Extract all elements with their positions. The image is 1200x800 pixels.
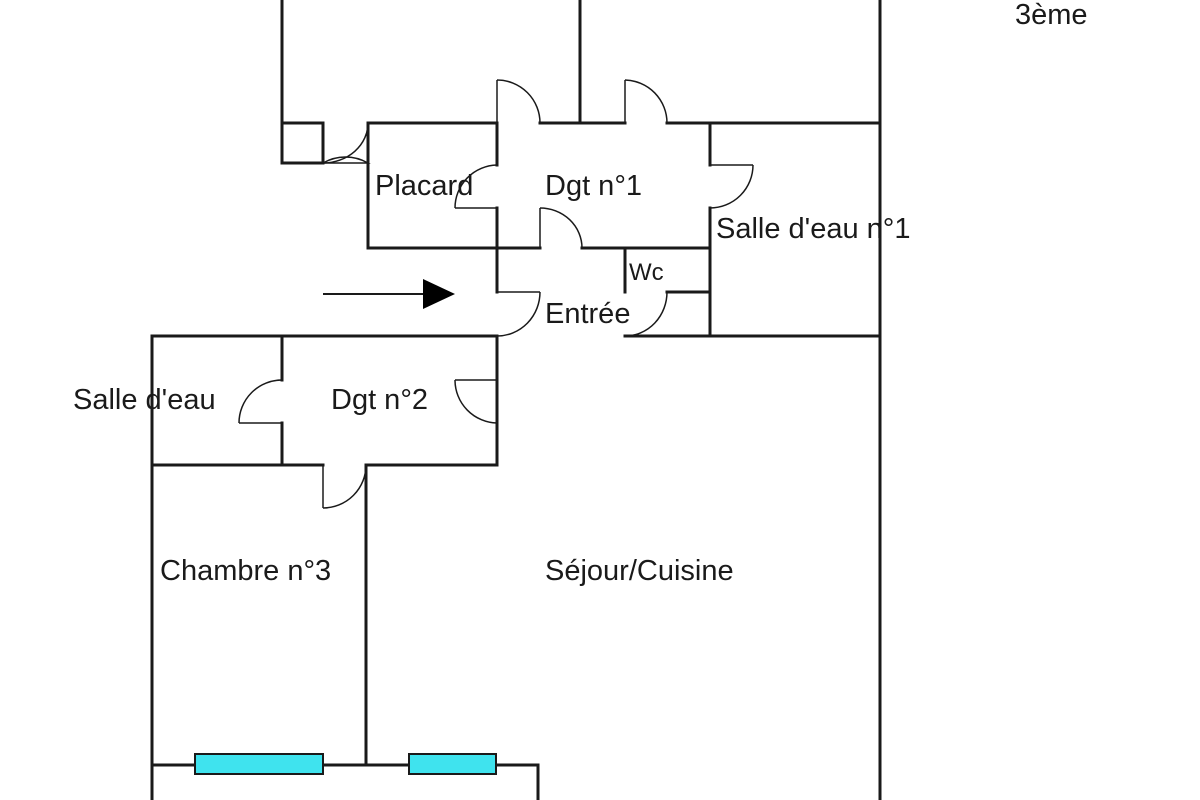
- door-placard-arc: [454, 164, 498, 209]
- room-label-sejour-cuisine: Séjour/Cuisine: [545, 555, 734, 587]
- room-label-salle-eau: Salle d'eau: [73, 384, 216, 416]
- room-labels: 3ème Placard Dgt n°1 Salle d'eau n°1 Wc …: [73, 0, 1088, 587]
- room-label-wc: Wc: [629, 259, 664, 286]
- door-dgt2-right-arc: [454, 379, 498, 424]
- window-sejour: [408, 753, 497, 775]
- door-dgt1-entree-arc: [539, 207, 583, 249]
- floor-label: 3ème: [1015, 0, 1088, 31]
- door-salle-eau-arc: [238, 379, 283, 424]
- window-chambre: [194, 753, 324, 775]
- room-label-placard: Placard: [375, 170, 473, 202]
- entrance-arrow-head: [423, 279, 455, 309]
- doors: [238, 79, 754, 509]
- door-salle-eau1-arc: [709, 164, 754, 209]
- entrance-arrow-icon: [323, 279, 455, 309]
- windows: [194, 753, 497, 775]
- room-label-dgt2: Dgt n°2: [331, 384, 428, 416]
- door-wc-arc: [624, 291, 668, 337]
- room-label-dgt1: Dgt n°1: [545, 170, 642, 202]
- door-top-right-arc: [624, 79, 668, 124]
- room-label-chambre-3: Chambre n°3: [160, 555, 331, 587]
- door-small-closet-arc: [322, 122, 369, 164]
- door-chambre-arc: [322, 464, 367, 509]
- door-top-left-arc: [496, 79, 541, 124]
- door-entrance-arc: [496, 291, 541, 337]
- room-label-salle-eau-1: Salle d'eau n°1: [716, 213, 911, 245]
- room-label-entree: Entrée: [545, 298, 630, 330]
- walls: [150, 0, 882, 800]
